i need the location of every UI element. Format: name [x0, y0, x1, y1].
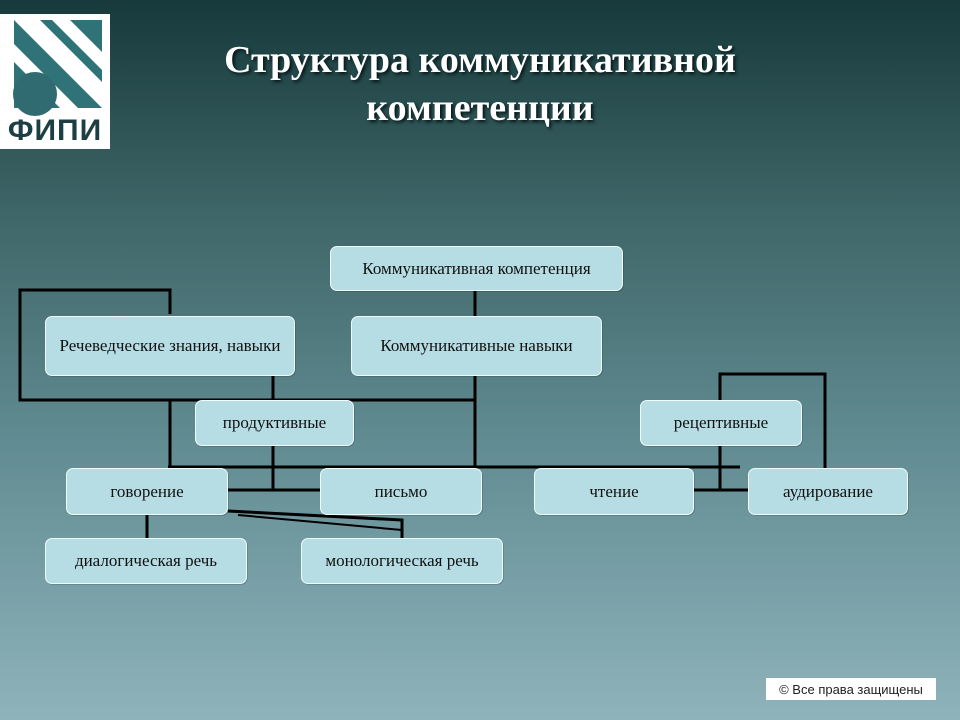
node-productive: продуктивные: [195, 400, 354, 446]
node-listening: аудирование: [748, 468, 908, 515]
node-receptive: рецептивные: [640, 400, 802, 446]
connector-speaking-monologic: [227, 509, 404, 538]
node-monologic-speech: монологическая речь: [301, 538, 503, 584]
logo-text: ФИПИ: [7, 114, 103, 147]
connector-speech-bracket: [18, 288, 475, 402]
node-speaking: говорение: [66, 468, 228, 515]
node-dialogic-speech: диалогическая речь: [45, 538, 247, 584]
connector-speaking-monologic-2: [237, 514, 403, 531]
node-communicative-competence: Коммуникативная компетенция: [330, 246, 623, 291]
node-speech-knowledge: Речеведческие знания, навыки: [45, 316, 295, 376]
node-reading: чтение: [534, 468, 694, 515]
node-communicative-skills: Коммуникативные навыки: [351, 316, 602, 376]
node-writing: письмо: [320, 468, 482, 515]
fipi-logo: ФИПИ: [0, 14, 110, 149]
title-line-1: Структура коммуникативной: [224, 39, 736, 81]
connector-receptive-bracket: [718, 372, 827, 468]
title-line-2: компетенции: [366, 87, 594, 129]
page-title: Структура коммуникативной компетенции: [170, 36, 790, 132]
logo-graphic: [13, 20, 102, 116]
copyright-notice: © Все права защищены: [766, 678, 936, 700]
